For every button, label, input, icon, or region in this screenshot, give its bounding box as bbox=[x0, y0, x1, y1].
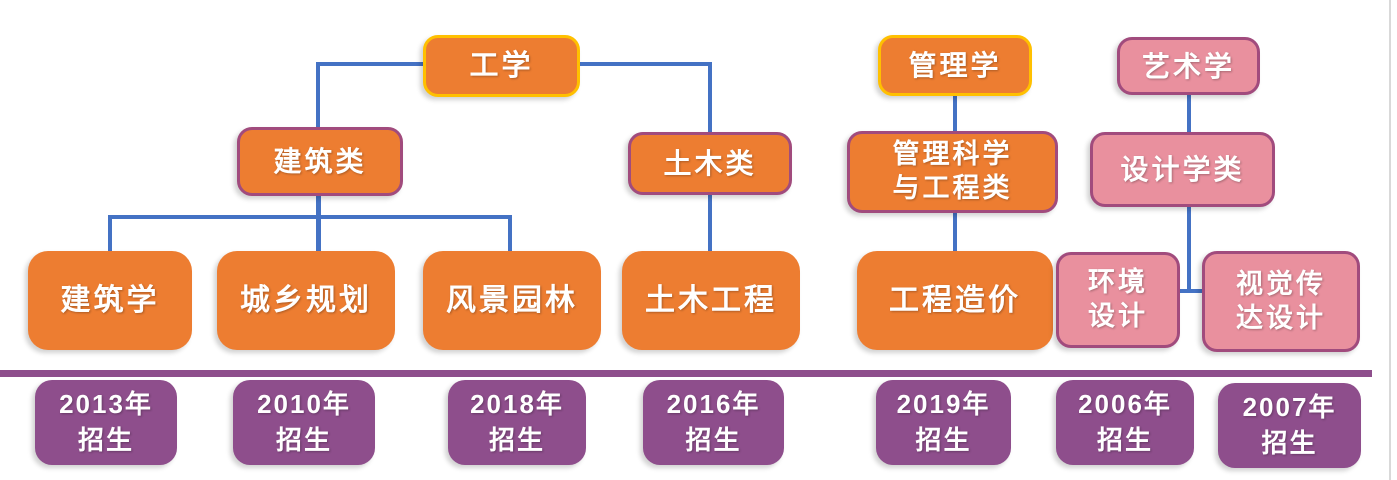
node-category-design: 设计学类 bbox=[1090, 132, 1275, 207]
connector-management-category-to-cost bbox=[953, 211, 957, 253]
connector-rail-to-landscape-major bbox=[508, 215, 512, 253]
badge-enrollment-environment-design: 2006年 招生 bbox=[1056, 380, 1194, 465]
connector-engineering-to-architecture-vertical bbox=[316, 62, 320, 129]
node-faculty-art: 艺术学 bbox=[1117, 37, 1260, 95]
node-faculty-management: 管理学 bbox=[878, 35, 1032, 96]
connector-architecture-category-drop bbox=[316, 196, 321, 253]
badge-enrollment-engineering-cost: 2019年 招生 bbox=[876, 380, 1011, 465]
node-major-urban-rural-planning: 城乡规划 bbox=[217, 251, 395, 350]
node-major-architecture: 建筑学 bbox=[28, 251, 192, 350]
badge-enrollment-landscape: 2018年 招生 bbox=[448, 380, 586, 465]
node-faculty-engineering: 工学 bbox=[423, 35, 580, 97]
connector-engineering-to-civil-horizontal bbox=[580, 62, 710, 66]
node-major-civil-engineering: 土木工程 bbox=[622, 251, 800, 350]
connector-art-to-design-category bbox=[1187, 95, 1191, 134]
node-major-landscape: 风景园林 bbox=[423, 251, 601, 350]
badge-enrollment-civil-engineering: 2016年 招生 bbox=[643, 380, 784, 465]
connector-rail-to-architecture-major bbox=[108, 215, 112, 253]
connector-architecture-rail bbox=[108, 215, 512, 219]
badge-enrollment-urban-rural-planning: 2010年 招生 bbox=[233, 380, 375, 465]
connector-management-to-category bbox=[953, 95, 957, 134]
timeline-divider bbox=[0, 370, 1372, 377]
node-category-civil: 土木类 bbox=[628, 132, 792, 195]
badge-enrollment-architecture: 2013年 招生 bbox=[35, 380, 177, 465]
connector-design-majors-stub bbox=[1178, 289, 1204, 293]
connector-engineering-to-architecture-horizontal bbox=[318, 62, 423, 66]
connector-engineering-to-civil-vertical bbox=[708, 62, 712, 134]
node-major-environment-design: 环境 设计 bbox=[1056, 252, 1180, 348]
node-major-engineering-cost: 工程造价 bbox=[857, 251, 1053, 350]
connector-civil-category-to-civil-major bbox=[708, 195, 712, 253]
page-edge-line bbox=[1389, 0, 1391, 480]
connector-design-category-drop bbox=[1187, 205, 1191, 293]
node-category-management-science: 管理科学 与工程类 bbox=[847, 131, 1058, 213]
node-major-visual-communication-design: 视觉传 达设计 bbox=[1202, 251, 1360, 352]
node-category-architecture: 建筑类 bbox=[237, 127, 403, 196]
badge-enrollment-visual-communication-design: 2007年 招生 bbox=[1218, 383, 1361, 468]
